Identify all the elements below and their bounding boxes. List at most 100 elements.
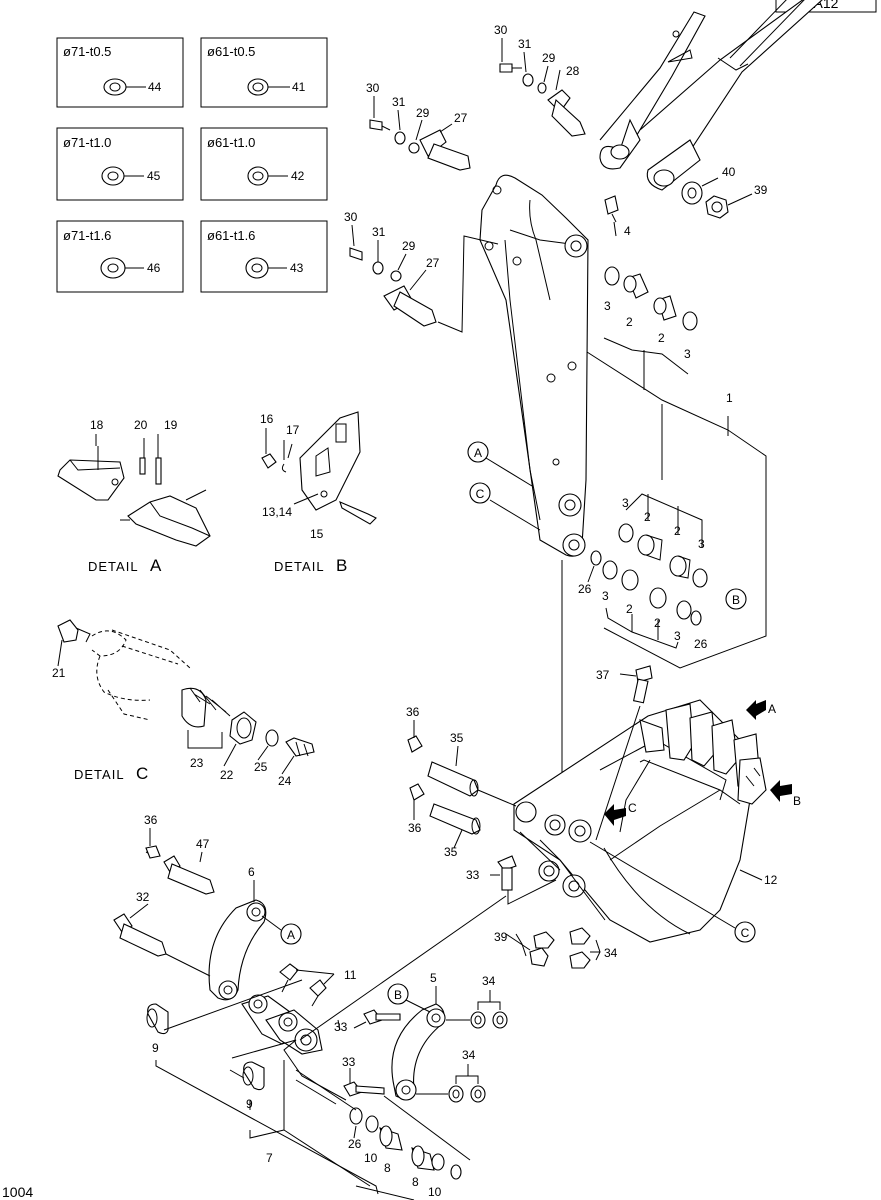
label-37: 37 — [596, 668, 610, 682]
label-13-14: 13,14 — [262, 505, 292, 519]
leader-lines-lower — [155, 895, 507, 1200]
label-31: 31 — [518, 37, 532, 51]
fitting-36-lower — [409, 783, 425, 801]
part-number: 41 — [292, 80, 306, 94]
link-5 — [391, 1003, 446, 1101]
pin-group-28 — [499, 63, 586, 137]
callout-circle-a-link: A — [261, 915, 302, 945]
arrow-label-b: B — [793, 794, 801, 808]
part-number: 46 — [147, 261, 161, 275]
label-26: 26 — [578, 582, 592, 596]
label-3: 3 — [674, 629, 681, 643]
pin-group-27-bottom — [349, 235, 499, 333]
arrow-label-a: A — [768, 702, 776, 716]
label-8: 8 — [384, 1161, 391, 1175]
label-36: 36 — [144, 813, 158, 827]
callout-circle-b-link: B — [387, 983, 431, 1013]
grease-fitting-4 — [604, 195, 619, 223]
shim-spec: ø71-t1.6 — [63, 228, 111, 243]
bushing-set-upper — [604, 266, 698, 331]
bushing-9-lower — [242, 1061, 265, 1091]
label-32: 32 — [136, 890, 150, 904]
label-11: 11 — [344, 968, 357, 982]
label-24: 24 — [278, 774, 292, 788]
boom-end — [599, 0, 823, 191]
detail-a-drawing — [57, 434, 211, 547]
label-5: 5 — [430, 971, 437, 985]
label-33: 33 — [334, 1020, 348, 1034]
pin-32 — [113, 913, 211, 977]
callout-letter: A — [474, 446, 482, 460]
part-labels: 1 2 2 2 2 2 2 3 3 3 3 3 3 4 5 6 7 8 8 9 … — [52, 23, 778, 1199]
bolt-33-bucket — [497, 855, 557, 905]
label-26: 26 — [694, 637, 708, 651]
label-2: 2 — [626, 315, 633, 329]
label-35: 35 — [444, 845, 458, 859]
label-27: 27 — [454, 111, 468, 125]
shim-box-44: ø71-t0.5 44 — [56, 37, 184, 108]
detail-b-drawing — [261, 411, 377, 525]
arrow-label-c: C — [628, 801, 637, 815]
page-tab: A12 — [775, 0, 877, 13]
callout-letter: C — [476, 487, 485, 501]
label-20: 20 — [134, 418, 148, 432]
svg-text:A: A — [150, 556, 162, 575]
nuts-34-links — [416, 1001, 508, 1103]
label-28: 28 — [566, 64, 580, 78]
label-3: 3 — [622, 496, 629, 510]
callout-circle-a-arm: A — [467, 441, 533, 487]
svg-text:DETAIL: DETAIL — [74, 767, 125, 782]
callout-letter: A — [287, 928, 295, 942]
label-2: 2 — [644, 510, 651, 524]
pin-35-upper — [427, 761, 517, 807]
label-30: 30 — [494, 23, 508, 37]
label-25: 25 — [254, 760, 268, 774]
bushing-set-lower — [590, 523, 708, 626]
label-12: 12 — [764, 873, 778, 887]
shim-spec: ø61-t0.5 — [207, 44, 255, 59]
label-33: 33 — [466, 868, 480, 882]
shim-spec: ø61-t1.0 — [207, 135, 255, 150]
shim-box-42: ø61-t1.0 42 — [200, 127, 328, 201]
part-number: 44 — [148, 80, 162, 94]
label-3: 3 — [684, 347, 691, 361]
label-31: 31 — [392, 95, 406, 109]
label-3: 3 — [602, 589, 609, 603]
callout-circle-c-arm: C — [469, 482, 541, 531]
shim-spec: ø71-t1.0 — [63, 135, 111, 150]
part-number: 42 — [291, 169, 305, 183]
callout-letter: B — [732, 593, 740, 607]
label-36: 36 — [408, 821, 422, 835]
label-29: 29 — [402, 239, 416, 253]
page-number: 1004 — [2, 1184, 33, 1200]
label-2: 2 — [626, 602, 633, 616]
label-4: 4 — [624, 224, 631, 238]
label-8: 8 — [412, 1175, 419, 1189]
detail-c-caption: DETAIL C — [74, 764, 148, 783]
nuts-39-34 — [515, 927, 601, 969]
label-27: 27 — [426, 256, 440, 270]
label-23: 23 — [190, 756, 204, 770]
label-2: 2 — [654, 616, 661, 630]
view-arrow-b — [770, 780, 792, 802]
detail-a-caption: DETAIL A — [88, 556, 162, 575]
fitting-36-upper — [407, 730, 423, 753]
part-number: 43 — [290, 261, 304, 275]
label-18: 18 — [90, 418, 104, 432]
shim-box-45: ø71-t1.0 45 — [56, 127, 184, 201]
bushing-9-upper — [146, 1003, 169, 1035]
label-7: 7 — [266, 1151, 273, 1165]
page-tab-label: A12 — [814, 0, 839, 11]
label-34: 34 — [604, 946, 618, 960]
bolt-33-lower — [343, 1081, 385, 1097]
label-2: 2 — [674, 524, 681, 538]
label-30: 30 — [344, 210, 358, 224]
label-22: 22 — [220, 768, 234, 782]
label-3: 3 — [698, 537, 705, 551]
label-1: 1 — [726, 391, 733, 405]
bucket — [513, 699, 767, 943]
callout-circle-c-bucket: C — [589, 841, 756, 943]
label-39: 39 — [754, 183, 768, 197]
callout-letter: C — [741, 926, 750, 940]
label-15: 15 — [310, 527, 324, 541]
